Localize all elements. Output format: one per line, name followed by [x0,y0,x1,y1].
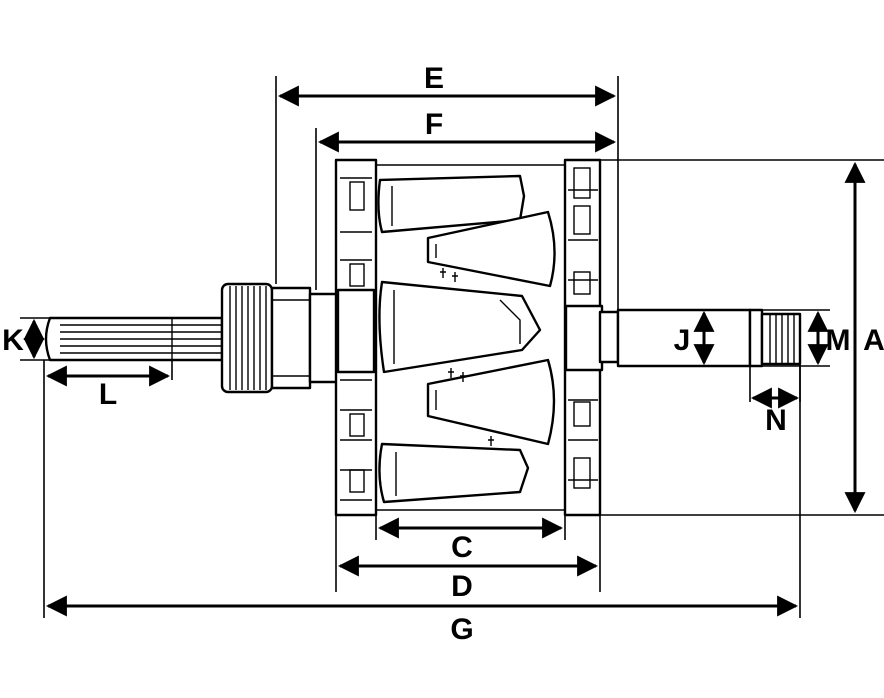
label-l: L [99,378,117,411]
label-d: D [451,570,473,603]
label-m: M [826,324,851,357]
label-f: F [425,108,443,141]
extension-lines [20,76,884,618]
label-e: E [424,62,444,95]
rotor-drawing [44,158,802,517]
left-shaft [44,316,224,362]
slip-ring [220,282,340,394]
label-g: G [450,613,473,646]
label-n: N [765,404,787,437]
label-j: J [674,324,691,357]
dimension-lines [23,85,866,617]
claw-pole-body [334,158,620,517]
label-c: C [451,531,473,564]
right-shaft [616,308,802,368]
label-k: K [2,324,24,357]
label-a: A [863,324,884,357]
dimension-labels: E F A C D G L K J M N [2,62,884,646]
